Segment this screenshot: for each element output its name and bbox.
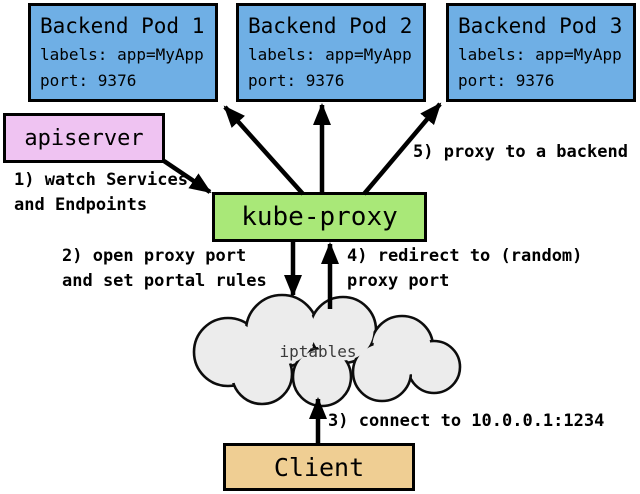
step5-annotation: 5) proxy to a backend <box>413 140 628 165</box>
backend-pod-1-node: Backend Pod 1 labels: app=MyApp port: 93… <box>28 3 218 102</box>
step2-line2: and set portal rules <box>62 271 267 291</box>
backend-pod-3-node: Backend Pod 3 labels: app=MyApp port: 93… <box>446 3 636 102</box>
backend-pod-2-port: port: 9376 <box>248 71 345 90</box>
step1-line1: 1) watch Services <box>14 170 188 190</box>
backend-pod-3-port: port: 9376 <box>458 71 555 90</box>
step4-line1: 4) redirect to (random) <box>347 246 583 266</box>
step1-annotation: 1) watch Services and Endpoints <box>14 168 188 218</box>
step4-line2: proxy port <box>347 271 450 291</box>
backend-pod-1-port: port: 9376 <box>40 71 137 90</box>
apiserver-node: apiserver <box>3 113 165 163</box>
step5-line1: 5) proxy to a backend <box>413 142 628 162</box>
backend-pod-1-labels: labels: app=MyApp <box>40 45 204 64</box>
backend-pod-1-title: Backend Pod 1 <box>40 14 205 38</box>
iptables-label: iptables <box>279 342 357 361</box>
step3-line1: 3) connect to 10.0.0.1:1234 <box>328 411 605 431</box>
backend-pod-2-title: Backend Pod 2 <box>248 14 413 38</box>
backend-pod-2-labels: labels: app=MyApp <box>248 45 412 64</box>
step3-annotation: 3) connect to 10.0.0.1:1234 <box>328 409 604 434</box>
step2-line1: 2) open proxy port <box>62 246 247 266</box>
step4-annotation: 4) redirect to (random) proxy port <box>347 244 582 294</box>
step1-line2: and Endpoints <box>14 195 148 215</box>
client-node: Client <box>223 443 415 491</box>
backend-pod-3-labels: labels: app=MyApp <box>458 45 622 64</box>
step2-annotation: 2) open proxy port and set portal rules <box>62 244 267 294</box>
kube-proxy-label: kube-proxy <box>241 202 398 232</box>
backend-pod-3-title: Backend Pod 3 <box>458 14 623 38</box>
client-label: Client <box>273 452 365 482</box>
apiserver-label: apiserver <box>24 125 144 151</box>
backend-pod-2-node: Backend Pod 2 labels: app=MyApp port: 93… <box>236 3 426 102</box>
kube-proxy-node: kube-proxy <box>212 192 427 242</box>
arrow-kube-proxy-to-pod1 <box>223 105 305 196</box>
